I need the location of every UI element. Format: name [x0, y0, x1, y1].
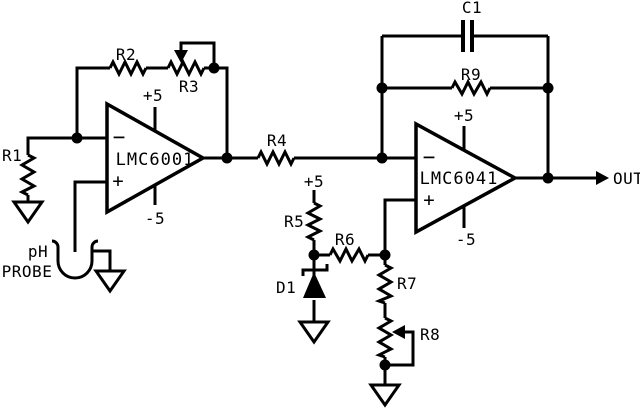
r5-zigzag: [304, 201, 324, 242]
opamp2-name: LMC6041: [420, 169, 499, 189]
wire-probe-to-ground: [92, 249, 112, 271]
resistor-r4: R4: [256, 131, 296, 168]
wire-feedback1-right: [204, 66, 229, 158]
junction-dot: [71, 132, 83, 144]
probe-label-line1: pH: [28, 242, 48, 261]
junction-dot: [379, 359, 391, 371]
junction-dot: [208, 62, 220, 74]
resistor-r9: R9: [450, 65, 492, 98]
r5-label: R5: [284, 212, 304, 231]
potentiometer-r8: R8: [375, 316, 440, 367]
opamp1-triangle: [105, 101, 207, 215]
r6-zigzag: [328, 245, 370, 265]
r7-label: R7: [397, 274, 417, 293]
junction-dot: [542, 172, 554, 184]
r9-zigzag: [450, 78, 492, 98]
r8-zigzag: [375, 316, 395, 359]
zener-diode-d1: D1: [276, 264, 329, 298]
d1-label: D1: [276, 278, 296, 297]
ph-probe: pH PROBE: [2, 239, 99, 281]
junction-dot: [542, 82, 554, 94]
junction-dot: [221, 152, 233, 164]
ground-icon-probe: [93, 269, 127, 294]
opamp2-noninverting-sign: +: [423, 189, 434, 211]
wire-noninverting-input-1-probe: [73, 180, 107, 252]
r4-label: R4: [267, 131, 287, 150]
wire-noninverting-input-2: [383, 198, 417, 255]
r5-vplus-label: +5: [304, 172, 324, 191]
r2-zigzag: [108, 58, 148, 78]
output-arrow-icon: [596, 171, 609, 185]
junction-dot: [376, 152, 388, 164]
opamp1-name: LMC6001: [116, 150, 195, 170]
junction-dot: [308, 249, 320, 261]
output-terminal: OUT: [596, 169, 640, 188]
capacitor-c1: C1: [461, 0, 482, 52]
resistor-r5: R5 +5: [284, 172, 324, 242]
r3-label: R3: [179, 77, 199, 96]
r8-wiper-arrow-icon: [392, 325, 405, 339]
potentiometer-r3: R3: [166, 41, 216, 96]
d1-anode-triangle: [303, 272, 326, 298]
resistor-r1: R1: [2, 146, 38, 197]
r8-label: R8: [420, 325, 440, 344]
junction-dot: [379, 249, 391, 261]
opamp1-inverting-sign: −: [113, 125, 126, 149]
c1-label: C1: [462, 0, 482, 17]
probe-label-line2: PROBE: [2, 262, 53, 281]
r3-wiper-arrow-icon: [174, 50, 188, 63]
r2-label: R2: [116, 45, 136, 64]
r6-label: R6: [335, 230, 355, 249]
ground-symbols: [11, 200, 402, 408]
opamp2-inverting-sign: −: [423, 145, 436, 169]
r8-wiper-wire: [388, 330, 415, 367]
opamp1-vplus-label: +5: [143, 86, 163, 105]
output-label: OUT: [613, 169, 640, 188]
opamp2-vplus-label: +5: [454, 106, 474, 125]
r1-label: R1: [2, 146, 22, 165]
opamp2: LMC6041 − + +5 -5: [414, 106, 519, 249]
opamp2-triangle: [414, 121, 519, 235]
r4-zigzag: [256, 148, 296, 168]
ground-icon-d1: [297, 320, 331, 345]
probe-vessel: [51, 239, 99, 280]
r1-zigzag: [18, 153, 38, 197]
opamp2-vminus-label: -5: [456, 230, 476, 249]
r9-label: R9: [461, 65, 481, 84]
resistor-r7: R7: [374, 263, 417, 305]
opamp1-noninverting-sign: +: [112, 170, 123, 192]
r3-wiper-wire: [179, 41, 216, 68]
junction-dot: [376, 82, 388, 94]
junction-dots: [71, 62, 554, 371]
resistor-r6: R6: [328, 230, 370, 265]
opamp1-vminus-label: -5: [145, 209, 165, 228]
resistor-r2: R2: [108, 45, 148, 78]
r3-zigzag: [166, 58, 206, 78]
ground-icon-r8: [368, 383, 402, 408]
opamp1: LMC6001 − + +5 -5: [105, 86, 207, 228]
r7-zigzag: [374, 263, 395, 305]
wire-inverting-input-1: [26, 136, 107, 155]
wire-feedback1-left: [75, 66, 110, 138]
ground-icon-r1: [11, 200, 45, 225]
